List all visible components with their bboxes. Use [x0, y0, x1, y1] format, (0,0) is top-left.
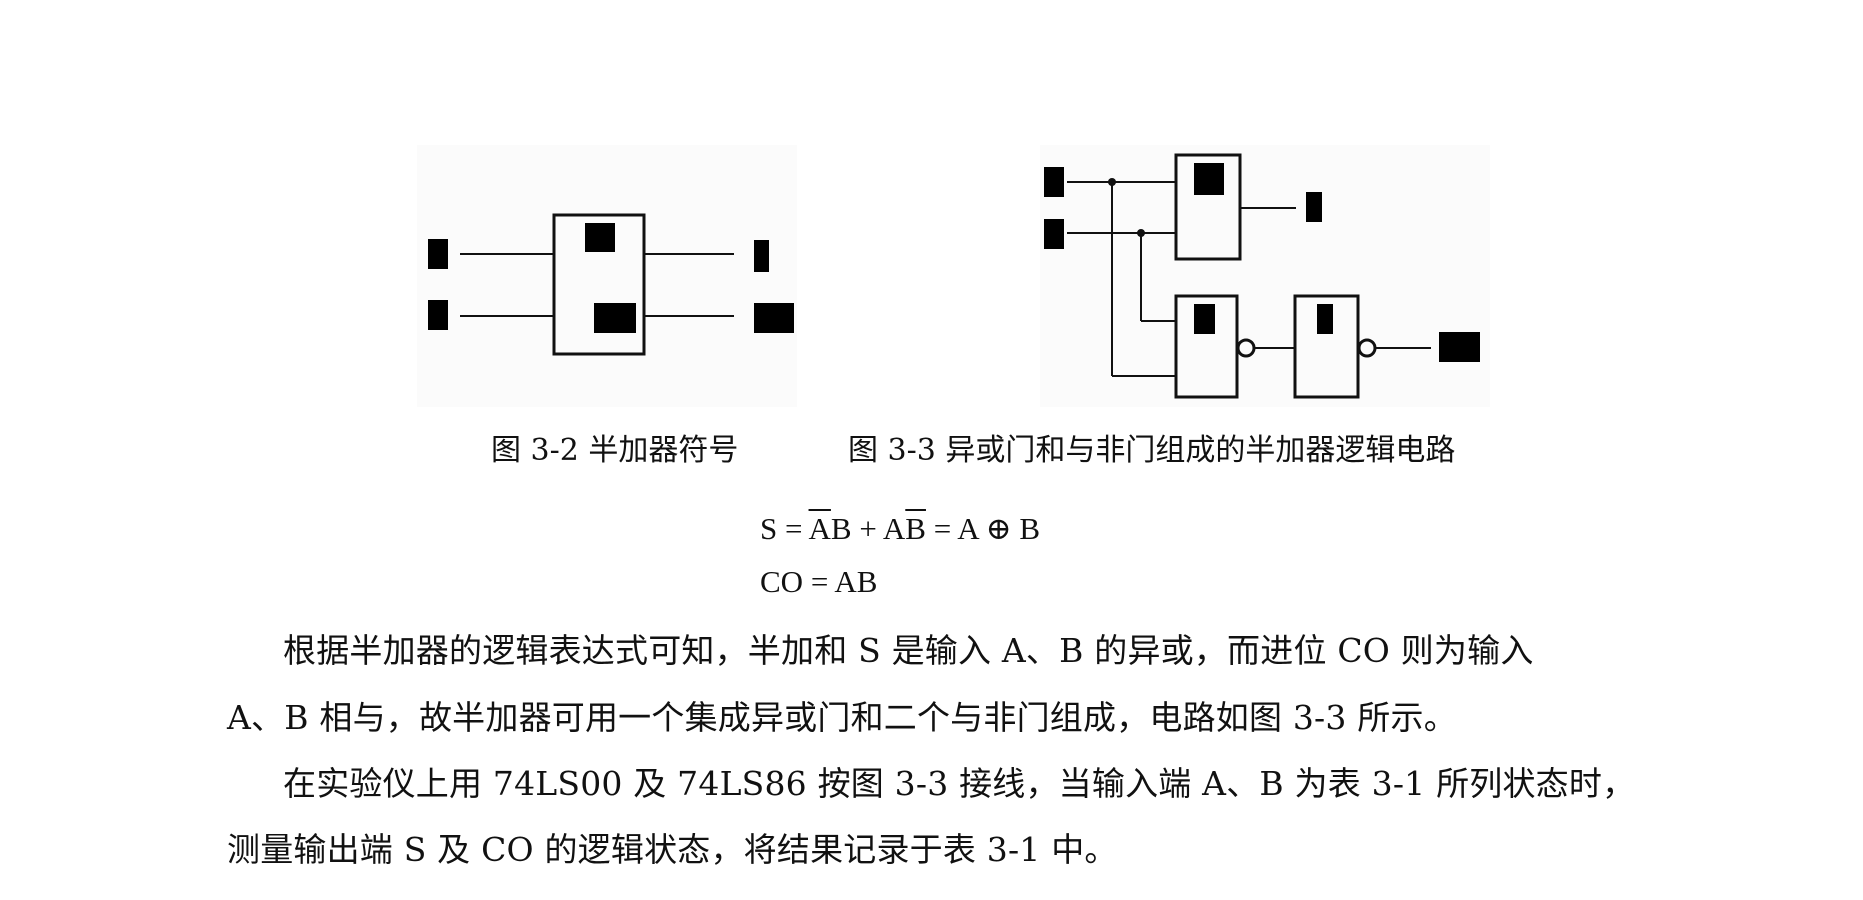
b-term-1: B — [830, 511, 852, 546]
b-term-3: B — [1019, 511, 1041, 546]
input-b-label-redacted — [1044, 219, 1064, 249]
figure-caption-3-3: 图 3-3 异或门和与非门组成的半加器逻辑电路 — [848, 433, 1456, 468]
sum-symbol: S — [760, 511, 778, 546]
xor-symbol: ⊕ — [977, 511, 1020, 546]
half-adder-box — [552, 213, 646, 356]
paragraph-1-line-1: 根据半加器的逻辑表达式可知，半加和 S 是输入 A、B 的异或，而进位 CO 则… — [283, 631, 1534, 670]
paragraph-2-line-1: 在实验仪上用 74LS00 及 74LS86 按图 3-3 接线，当输入端 A、… — [283, 764, 1636, 803]
paragraph-1-line-2: A、B 相与，故半加器可用一个集成异或门和二个与非门组成，电路如图 3-3 所示… — [227, 698, 1457, 737]
input-label-redacted-b — [428, 300, 448, 330]
paragraph-2-line-2: 测量输出端 S 及 CO 的逻辑状态，将结果记录于表 3-1 中。 — [227, 830, 1118, 869]
nand-gate-2-bubble — [1357, 338, 1377, 358]
output-label-redacted-s — [754, 240, 769, 272]
sum-output-label-redacted — [1306, 192, 1322, 222]
nand-gate-1-label-redacted — [1194, 304, 1215, 334]
nand-gate-1-bubble — [1236, 338, 1256, 358]
junction-a-dot — [1108, 178, 1116, 186]
xor-label-redacted — [1194, 163, 1224, 195]
a-term-2: A — [882, 511, 906, 546]
input-label-redacted-a — [428, 239, 448, 269]
equals-sign-1: = — [777, 511, 809, 546]
sum-equation: S = AB + AB = A ⊕ B — [760, 513, 1040, 544]
nand-gate-2-label-redacted — [1317, 304, 1333, 334]
junction-b-dot — [1137, 229, 1145, 237]
output-label-redacted-co — [754, 303, 794, 333]
carry-output-label-redacted — [1439, 332, 1480, 362]
half-adder-logic-circuit-figure — [1040, 145, 1490, 407]
equals-sign-2: = — [925, 511, 958, 546]
box-label-redacted-bottom — [594, 303, 636, 333]
a-bar: A — [808, 511, 831, 546]
box-label-redacted-top — [585, 223, 615, 252]
figure-caption-3-2: 图 3-2 半加器符号 — [491, 433, 739, 468]
plus-sign: + — [851, 511, 883, 546]
half-adder-formula: S = AB + AB = A ⊕ B CO = AB — [760, 513, 1180, 603]
half-adder-symbol-figure — [417, 145, 797, 407]
carry-equation: CO = AB — [760, 564, 878, 599]
b-bar: B — [905, 511, 926, 546]
input-a-label-redacted — [1044, 167, 1064, 197]
a-term-3: A — [957, 511, 978, 546]
